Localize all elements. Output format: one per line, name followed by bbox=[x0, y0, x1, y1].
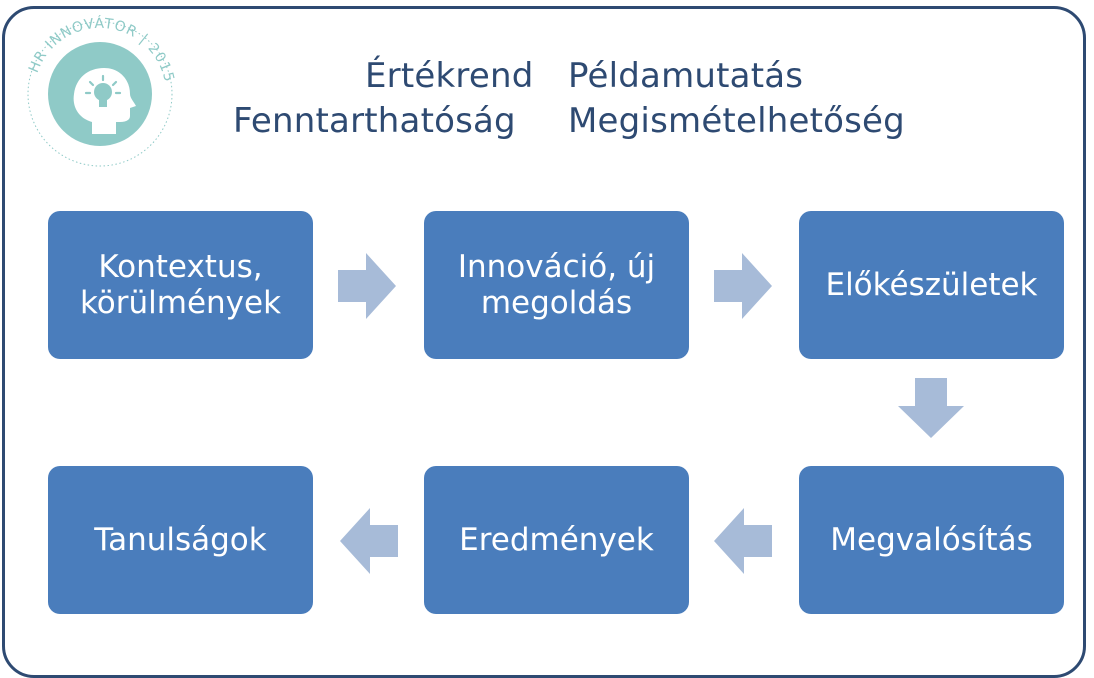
arrow-down-icon bbox=[898, 378, 964, 438]
step-kontextus-line1: Kontextus, bbox=[98, 249, 263, 285]
value-ertekrend: Értékrend bbox=[365, 56, 534, 96]
step-innovacio: Innováció, új megoldás bbox=[424, 211, 689, 359]
step-tanulsagok-label: Tanulságok bbox=[94, 522, 267, 558]
step-megvalositas-label: Megvalósítás bbox=[830, 522, 1033, 558]
hr-innovator-logo: HR INNOVÁTOR | 2015 bbox=[26, 15, 176, 167]
step-kontextus-line2: körülmények bbox=[79, 285, 282, 321]
value-megismetelhetoseg: Megismételhetőség bbox=[568, 101, 905, 141]
step-innovacio-line1: Innováció, új bbox=[457, 249, 656, 285]
arrow-right-2-icon bbox=[714, 253, 772, 319]
step-elokeszuletek: Előkészületek bbox=[799, 211, 1064, 359]
step-innovacio-line2: megoldás bbox=[480, 285, 633, 321]
step-kontextus: Kontextus, körülmények bbox=[48, 211, 313, 359]
step-eredmenyek-label: Eredmények bbox=[459, 522, 654, 558]
head-with-lightbulb-icon bbox=[73, 68, 136, 134]
value-fenntarthatosag: Fenntarthatóság bbox=[233, 101, 516, 141]
arrow-left-1-icon bbox=[714, 508, 772, 574]
arrow-left-2-icon bbox=[340, 508, 398, 574]
value-peldamutatas: Példamutatás bbox=[568, 56, 804, 96]
step-eredmenyek: Eredmények bbox=[424, 466, 689, 614]
arrow-right-1-icon bbox=[338, 253, 396, 319]
step-elokeszuletek-label: Előkészületek bbox=[825, 267, 1038, 303]
step-tanulsagok: Tanulságok bbox=[48, 466, 313, 614]
step-megvalositas: Megvalósítás bbox=[799, 466, 1064, 614]
